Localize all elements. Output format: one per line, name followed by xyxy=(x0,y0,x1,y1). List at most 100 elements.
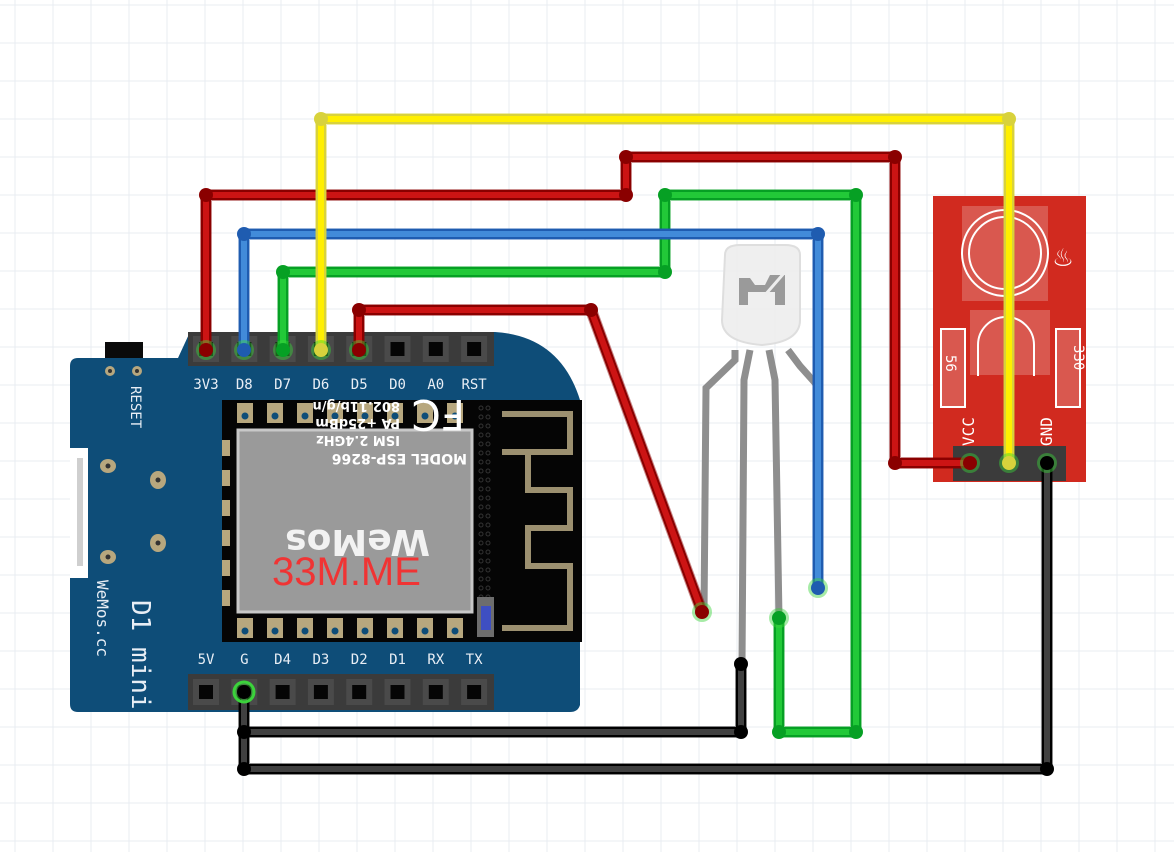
rgb-led[interactable] xyxy=(700,244,820,665)
castellation-hole xyxy=(271,412,279,420)
wire-bendpoint[interactable] xyxy=(888,150,902,164)
castellation-hole xyxy=(301,412,309,420)
wire-bendpoint[interactable] xyxy=(237,725,251,739)
board-name-label: D1 mini xyxy=(125,600,155,710)
header-pin-d1[interactable] xyxy=(384,679,411,705)
pin-label: D5 xyxy=(351,377,368,393)
via-column xyxy=(478,405,491,600)
resistor-right xyxy=(1055,328,1081,408)
castellation-hole xyxy=(331,412,339,420)
castellation-hole xyxy=(331,627,339,635)
pad-hole xyxy=(108,369,112,373)
wire-gnd-led[interactable] xyxy=(237,657,748,739)
castellation-pad xyxy=(222,590,230,606)
resistor-left-label: 56 xyxy=(942,355,958,372)
wire-bendpoint[interactable] xyxy=(888,456,902,470)
wire-bendpoint[interactable] xyxy=(772,725,786,739)
pin-connection-highlight xyxy=(232,680,256,704)
resistor-right-label: 330 xyxy=(1070,345,1086,370)
pin-label: D0 xyxy=(389,377,406,393)
pin-label: 5V xyxy=(198,652,215,668)
wire-3v3-to-vcc[interactable] xyxy=(196,150,980,473)
pin-label: 3V3 xyxy=(193,377,218,393)
header-pin-d2[interactable] xyxy=(346,679,373,705)
wire-bendpoint[interactable] xyxy=(314,112,328,126)
wire-bendpoint[interactable] xyxy=(658,188,672,202)
castellation-hole xyxy=(271,627,279,635)
header-pin-tx[interactable] xyxy=(461,679,488,705)
reset-button[interactable] xyxy=(105,342,143,360)
usb-connector-inner xyxy=(77,458,83,566)
wire-bendpoint[interactable] xyxy=(237,227,251,241)
led-leg-common xyxy=(738,349,754,665)
castellation-hole xyxy=(361,627,369,635)
led-dome xyxy=(720,244,801,347)
shield-model-label: MODEL ESP-8266 xyxy=(332,450,467,466)
smd-led-body xyxy=(481,606,491,630)
wire-bendpoint[interactable] xyxy=(1040,762,1054,776)
wire-d8-blue[interactable] xyxy=(234,227,828,598)
castellation-hole xyxy=(451,412,459,420)
sparkfun-flame-icon: ♨ xyxy=(1054,239,1072,274)
wire-bendpoint[interactable] xyxy=(734,657,748,671)
esp-shield xyxy=(236,428,474,614)
sensor-vcc-label: VCC xyxy=(959,417,978,446)
wire-bendpoint[interactable] xyxy=(849,188,863,202)
led-die-bond xyxy=(763,271,787,296)
wire-bendpoint[interactable] xyxy=(734,725,748,739)
pin-label: D3 xyxy=(312,652,329,668)
wire-bendpoint[interactable] xyxy=(849,725,863,739)
castellation-pad xyxy=(222,530,230,546)
castellation-hole xyxy=(421,412,429,420)
wire-bendpoint[interactable] xyxy=(619,188,633,202)
castellation-hole xyxy=(391,627,399,635)
wire-bendpoint[interactable] xyxy=(199,188,213,202)
shield-pa-label: PA +25dBm xyxy=(315,415,400,430)
pin-label: A0 xyxy=(427,377,444,393)
sensor-gnd-label: GND xyxy=(1037,417,1056,446)
castellation-hole xyxy=(241,412,249,420)
castellation-hole xyxy=(241,627,249,635)
wire-bendpoint[interactable] xyxy=(352,303,366,317)
wire-bendpoint[interactable] xyxy=(584,303,598,317)
fcc-logo: FC xyxy=(412,390,465,439)
header-pin-d3[interactable] xyxy=(307,679,334,705)
wire-d6-yellow[interactable] xyxy=(311,112,1019,473)
castellation-hole xyxy=(391,412,399,420)
pad-hole xyxy=(135,369,139,373)
board-brand-label: WeMos.cc xyxy=(93,580,112,657)
wire-bendpoint[interactable] xyxy=(811,227,825,241)
shield-text-group: MODEL ESP-8266 ISM 2.4GHz PA +25dBm 802.… xyxy=(285,390,467,562)
resistor-left xyxy=(940,328,966,408)
pin-label: G xyxy=(240,652,248,668)
header-pin-d4[interactable] xyxy=(269,679,296,705)
castellation-pad xyxy=(222,500,230,516)
pin-label: TX xyxy=(466,652,483,668)
reset-label: RESET xyxy=(127,386,143,429)
pin-label: D2 xyxy=(351,652,368,668)
header-pin-a0[interactable] xyxy=(422,336,449,362)
wire-bendpoint[interactable] xyxy=(276,265,290,279)
wire-d5-red[interactable] xyxy=(349,303,712,622)
header-pin-5v[interactable] xyxy=(193,679,219,705)
wemos-logo: WeMos xyxy=(285,521,430,562)
castellation-pad xyxy=(222,560,230,576)
header-pin-rst[interactable] xyxy=(461,336,488,362)
castellation-pad xyxy=(222,440,230,456)
header-pin-d0[interactable] xyxy=(384,336,411,362)
header-pin-rx[interactable] xyxy=(422,679,449,705)
wire-bendpoint[interactable] xyxy=(1002,112,1016,126)
watermark: 33M.ME xyxy=(272,550,421,594)
wire-bendpoint[interactable] xyxy=(658,265,672,279)
pin-label: D4 xyxy=(274,652,291,668)
wire-bendpoint[interactable] xyxy=(237,762,251,776)
pin-label: D6 xyxy=(312,377,329,393)
led-leg-blue xyxy=(785,347,820,388)
shield-ism-label: ISM 2.4GHz xyxy=(316,432,400,447)
wire-bendpoint[interactable] xyxy=(619,150,633,164)
pin-label: D1 xyxy=(389,652,406,668)
castellation-hole xyxy=(301,627,309,635)
wire-d7-green[interactable] xyxy=(273,188,863,739)
